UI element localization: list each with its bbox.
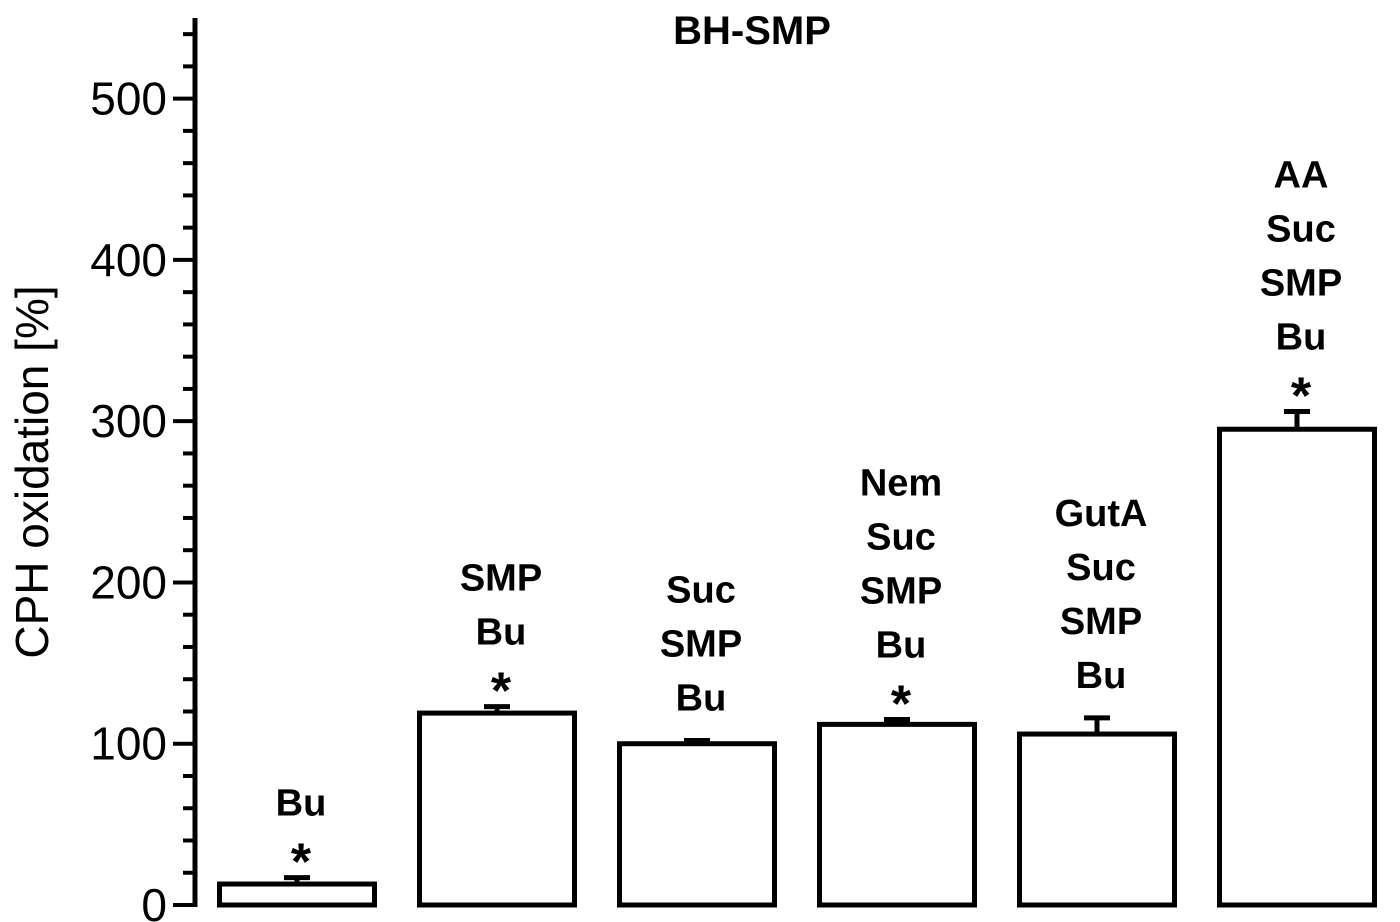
condition-label: SMP <box>660 624 742 666</box>
bar <box>1017 731 1177 908</box>
y-axis-label: CPH oxidation [%] <box>6 285 58 658</box>
bar <box>817 721 977 908</box>
condition-labels: *Bu*BuSMPBuSMPSuc*BuSMPSucNemBuSMPSucGut… <box>276 155 1343 892</box>
condition-label: Suc <box>1066 547 1136 589</box>
condition-label: Bu <box>1276 317 1327 359</box>
y-tick-label: 300 <box>90 395 167 447</box>
error-bar <box>284 875 310 885</box>
significance-star: * <box>1291 368 1312 426</box>
y-axis: 0 100 200 300 400 500 <box>90 18 198 922</box>
condition-label: Bu <box>876 625 927 667</box>
error-bar <box>1284 409 1310 430</box>
condition-label: Suc <box>666 570 736 612</box>
y-tick-label: 400 <box>90 234 167 286</box>
chart-title: BH-SMP <box>673 9 831 53</box>
condition-label: SMP <box>860 571 942 613</box>
condition-label: Suc <box>866 517 936 559</box>
y-tick-label: 100 <box>90 718 167 770</box>
condition-label: Bu <box>1076 655 1127 697</box>
condition-label: Bu <box>276 783 327 825</box>
error-bar <box>884 717 910 725</box>
bars <box>217 409 1377 908</box>
condition-label: Nem <box>860 463 942 505</box>
y-tick-label: 500 <box>90 73 167 125</box>
bar <box>1217 426 1377 908</box>
error-bar <box>1084 715 1110 735</box>
condition-label: SMP <box>460 558 542 600</box>
bar <box>617 741 777 908</box>
condition-label: SMP <box>1260 263 1342 305</box>
condition-label: Bu <box>476 612 527 654</box>
condition-label: GutA <box>1055 493 1148 535</box>
condition-label: Suc <box>1266 209 1336 251</box>
error-bar <box>684 738 710 744</box>
y-tick-label: 200 <box>90 556 167 608</box>
error-bar <box>484 704 510 714</box>
significance-star: * <box>491 663 512 721</box>
significance-star: * <box>291 834 312 892</box>
condition-label: Bu <box>676 678 727 720</box>
bar <box>417 710 577 908</box>
y-tick-label: 0 <box>141 879 167 922</box>
condition-label: AA <box>1274 155 1329 197</box>
condition-label: SMP <box>1060 601 1142 643</box>
significance-star: * <box>891 676 912 734</box>
